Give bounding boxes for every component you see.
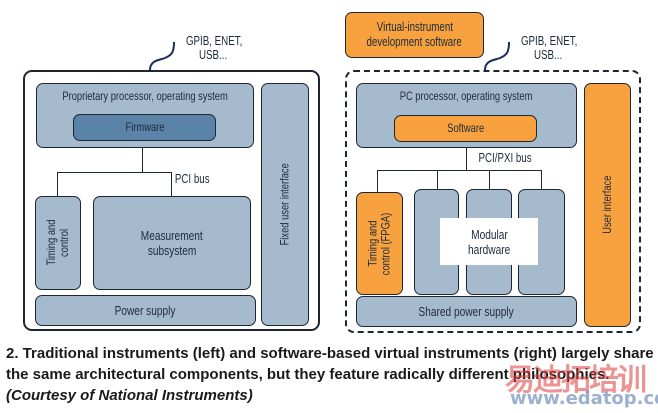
measurement-subsystem-box: Measurement subsystem: [93, 196, 251, 290]
right-bus-trunk: [466, 148, 468, 170]
right-bus-drop-timing: [377, 170, 379, 192]
timing-fpga-line2: control (FPGA): [378, 212, 393, 275]
pci-pxi-bus-label: PCI/PXI bus: [471, 151, 539, 165]
right-bus-line: [377, 170, 542, 172]
left-bus-trunk: [142, 148, 144, 172]
right-connectivity-label: GPIB, ENET, USB...: [513, 34, 583, 62]
left-connectivity-line1: GPIB, ENET,: [185, 34, 243, 48]
dev-software-line1: Virtual-instrument: [376, 20, 453, 34]
user-interface-box: User interface: [584, 83, 631, 327]
watermark-chinese: 易迪拓培训: [505, 363, 647, 398]
shared-power-supply-label: Shared power supply: [418, 304, 515, 319]
modular-hardware-text: Modular hardware: [462, 227, 516, 257]
dev-software-line2: development software: [366, 35, 463, 49]
left-bus-drop-measurement: [171, 172, 173, 196]
caption-text: 2. Traditional instruments (left) and so…: [6, 345, 654, 383]
traditional-instrument-frame: [23, 70, 320, 331]
modular-line2: hardware: [467, 241, 511, 257]
timing-fpga-label: Timing and control (FPGA): [366, 204, 393, 284]
left-connectivity-label: GPIB, ENET, USB...: [178, 34, 248, 62]
virtual-instrument-frame: [345, 70, 641, 333]
power-supply-label: Power supply: [115, 303, 176, 318]
proprietary-processor-label: Proprietary processor, operating system: [62, 89, 228, 103]
vi-development-software-label: Virtual-instrument development software: [353, 20, 475, 50]
right-bus-drop-module2: [489, 170, 491, 189]
right-bus-drop-module3: [541, 170, 543, 189]
timing-control-box: Timing and control: [35, 196, 81, 290]
firmware-label: Firmware: [125, 120, 164, 134]
timing-line2: control: [57, 228, 71, 258]
pc-processor-label: PC processor, operating system: [400, 89, 533, 103]
right-connectivity-line1: GPIB, ENET,: [520, 34, 578, 48]
measurement-line2: subsystem: [147, 243, 197, 258]
left-cable-icon: [149, 41, 175, 71]
left-bus-drop-timing: [57, 172, 59, 196]
measurement-label: Measurement subsystem: [132, 228, 211, 258]
left-connectivity-line2: USB...: [198, 48, 228, 62]
watermark-url: www.edatop.com: [510, 388, 658, 409]
shared-power-supply-box: Shared power supply: [356, 296, 577, 327]
timing-control-label: Timing and control: [44, 214, 71, 273]
figure-caption: 2. Traditional instruments (left) and so…: [6, 343, 656, 406]
fixed-user-interface-label: Fixed user interface: [277, 163, 292, 246]
right-connectivity-line2: USB...: [533, 48, 563, 62]
modular-hardware-label: Modular hardware: [440, 218, 538, 265]
user-interface-label: User interface: [600, 175, 614, 235]
pci-pxi-bus-text: PCI/PXI bus: [478, 151, 532, 165]
pci-bus-text: PCI bus: [174, 172, 210, 186]
power-supply-box: Power supply: [35, 295, 256, 326]
firmware-box: Firmware: [73, 114, 216, 141]
fixed-user-interface-box: Fixed user interface: [261, 83, 309, 326]
vi-development-software-box: Virtual-instrument development software: [345, 12, 484, 58]
software-box: Software: [394, 115, 537, 142]
left-bus-line: [57, 172, 172, 174]
caption-credit: (Courtesy of National Instruments): [6, 387, 253, 404]
pci-bus-label: PCI bus: [170, 172, 214, 186]
right-cable-icon: [484, 41, 510, 71]
software-label: Software: [447, 121, 484, 135]
measurement-line1: Measurement: [140, 228, 203, 243]
modular-line1: Modular: [470, 226, 508, 242]
right-bus-drop-module1: [437, 170, 439, 189]
timing-control-fpga-box: Timing and control (FPGA): [356, 192, 403, 295]
